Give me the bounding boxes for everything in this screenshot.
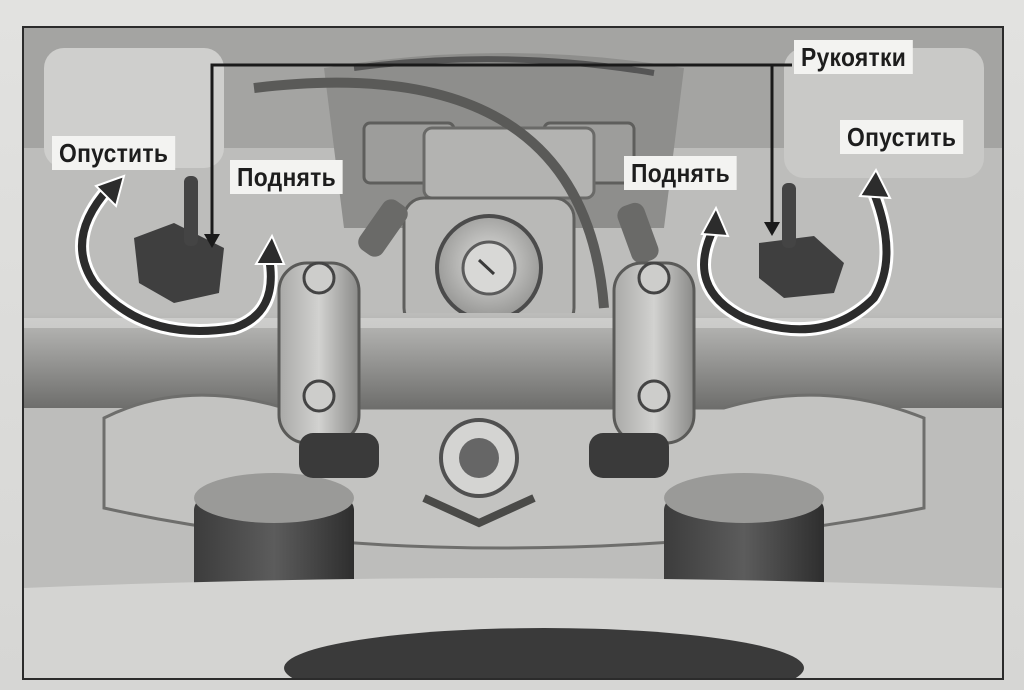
right-rotation-arrow-icon — [697, 167, 894, 337]
steering-head-cap — [402, 196, 576, 330]
leader-arrowhead-right — [764, 222, 780, 236]
leader-lines — [210, 63, 792, 240]
left-fitting — [358, 199, 408, 257]
right-handlebar-clamp — [589, 261, 696, 478]
cable — [253, 77, 609, 309]
fork-tubes — [24, 473, 1002, 678]
left-rotation-arrow-icon — [75, 174, 286, 338]
leader-arrowhead-left — [204, 234, 220, 248]
label-handles: Рукоятки — [794, 40, 914, 74]
left-adjuster-knob — [134, 176, 224, 303]
right-fitting — [617, 202, 659, 264]
label-lower-left: Опустить — [52, 136, 176, 170]
illustration-frame: Рукоятки Опустить Поднять Поднять Опусти… — [22, 26, 1004, 680]
label-raise-right: Поднять — [624, 156, 738, 190]
label-lower-right: Опустить — [840, 120, 964, 154]
right-adjuster-knob — [759, 183, 844, 298]
left-handlebar-clamp — [277, 261, 379, 478]
label-raise-left: Поднять — [230, 160, 344, 194]
